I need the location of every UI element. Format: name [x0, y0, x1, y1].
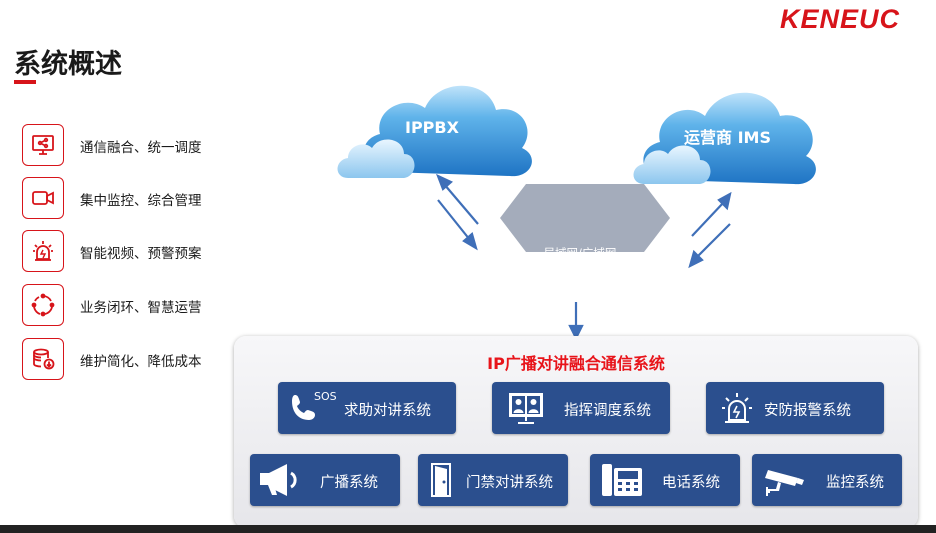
feature-item-maintenance: 维护简化、降低成本 — [22, 338, 222, 382]
system-label: 电话系统 — [662, 475, 720, 491]
arrow-hub-to-panel — [568, 302, 584, 340]
arrow-ims-to-hub — [688, 223, 731, 269]
dispatch-screen-icon — [509, 393, 543, 424]
system-access-control[interactable]: 门禁对讲系统 — [418, 454, 568, 506]
integrated-system-panel: IP广播对讲融合通信系统 SOS 求助对讲系统 指挥调度系统 安防报警系统 — [234, 336, 918, 528]
door-icon — [431, 463, 451, 497]
desk-phone-icon — [602, 464, 642, 496]
hub-label-line2: LAN/WAN — [549, 263, 611, 277]
arrow-hub-to-ims — [691, 191, 732, 237]
system-security-alarm[interactable]: 安防报警系统 — [706, 382, 884, 434]
ims-label: 运营商 IMS — [684, 128, 771, 147]
system-label: 广播系统 — [320, 475, 378, 491]
alarm-light-icon — [22, 230, 64, 272]
title-underline — [14, 80, 36, 84]
system-intercom-help[interactable]: SOS 求助对讲系统 — [278, 382, 456, 434]
arrow-hub-to-ippbx — [436, 173, 479, 225]
brand-logo: KENEUC — [780, 4, 901, 34]
feature-item-video: 智能视频、预警预案 — [22, 230, 222, 274]
ims-cloud — [633, 92, 816, 185]
ippbx-cloud — [337, 85, 532, 178]
sos-badge: SOS — [314, 390, 337, 403]
system-label: 监控系统 — [826, 475, 884, 491]
system-label: 求助对讲系统 — [344, 403, 431, 419]
system-broadcast[interactable]: 广播系统 — [250, 454, 400, 506]
system-surveillance[interactable]: 监控系统 — [752, 454, 902, 506]
feature-label: 智能视频、预警预案 — [80, 246, 202, 262]
arrow-ippbx-to-hub — [437, 199, 478, 251]
system-label: 指挥调度系统 — [564, 403, 651, 419]
cycle-arrows-icon — [22, 284, 64, 326]
feature-label: 集中监控、综合管理 — [80, 193, 202, 209]
hub-label-line1: 局域网/广域网 — [543, 246, 617, 260]
video-camera-icon — [22, 177, 64, 219]
system-dispatch[interactable]: 指挥调度系统 — [492, 382, 670, 434]
feature-label: 业务闭环、智慧运营 — [80, 300, 202, 316]
footer-bar — [0, 525, 936, 533]
ippbx-label: IPPBX — [405, 118, 459, 137]
megaphone-icon — [260, 464, 297, 496]
cctv-camera-icon — [765, 470, 804, 496]
database-icon — [22, 338, 64, 380]
alarm-light-icon — [722, 393, 752, 423]
monitor-share-icon — [22, 124, 64, 166]
system-telephone[interactable]: 电话系统 — [590, 454, 740, 506]
system-label: 门禁对讲系统 — [466, 475, 553, 491]
network-diagram — [337, 85, 816, 340]
system-label: 安防报警系统 — [764, 403, 851, 419]
feature-item-monitoring: 集中监控、综合管理 — [22, 177, 222, 221]
feature-item-communication: 通信融合、统一调度 — [22, 124, 222, 168]
feature-label: 维护简化、降低成本 — [80, 354, 202, 370]
feature-item-operation: 业务闭环、智慧运营 — [22, 284, 222, 328]
panel-title: IP广播对讲融合通信系统 — [487, 354, 665, 373]
feature-label: 通信融合、统一调度 — [80, 140, 202, 156]
phone-icon — [292, 395, 315, 420]
lan-wan-hub — [500, 184, 670, 252]
page-title: 系统概述 — [14, 49, 122, 80]
